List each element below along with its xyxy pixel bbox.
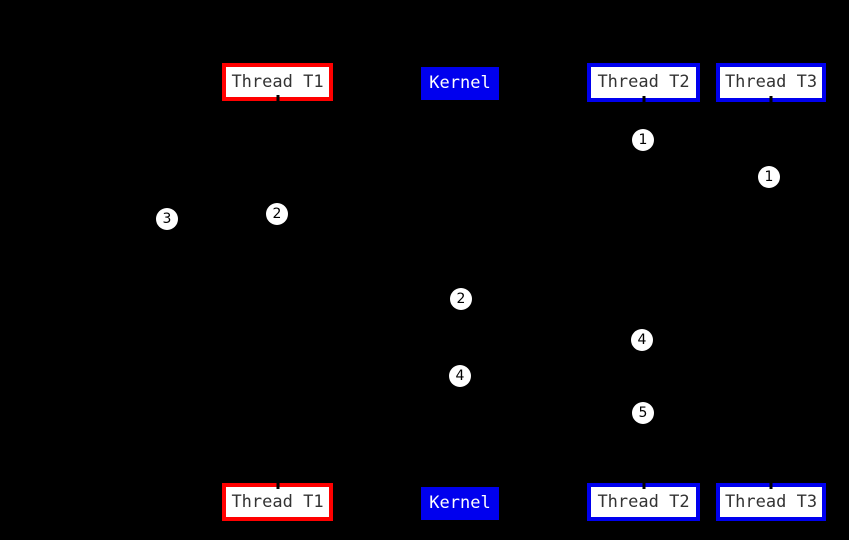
step-marker-2: 2 — [266, 203, 288, 225]
node-label: Kernel — [429, 493, 491, 513]
lifeline-notch — [276, 483, 279, 489]
node-kernel-top: Kernel — [421, 67, 499, 100]
step-marker-4: 4 — [449, 365, 471, 387]
node-label: Kernel — [429, 73, 491, 93]
node-label: Thread T3 — [724, 491, 818, 512]
node-thread-t2-bottom: Thread T2 — [587, 483, 700, 521]
node-thread-t3-top: Thread T3 — [716, 63, 826, 102]
node-thread-t3-bottom: Thread T3 — [716, 483, 826, 521]
node-label: Thread T2 — [597, 72, 690, 92]
step-marker-2: 2 — [450, 288, 472, 310]
lifeline-notch — [642, 96, 645, 102]
step-marker-1: 1 — [632, 129, 654, 151]
lifeline-notch — [769, 483, 773, 489]
node-thread-t1-bottom: Thread T1 — [222, 483, 333, 521]
node-label: Thread T2 — [597, 491, 690, 512]
lifeline-notch — [642, 483, 645, 489]
lifeline-notch — [769, 96, 773, 102]
step-marker-3: 3 — [156, 208, 178, 230]
node-thread-t1-top: Thread T1 — [222, 63, 333, 101]
node-label: Thread T1 — [231, 491, 324, 512]
node-kernel-bottom: Kernel — [421, 487, 499, 520]
step-marker-1: 1 — [758, 166, 780, 188]
step-marker-4: 4 — [631, 329, 653, 351]
node-label: Thread T3 — [724, 72, 818, 92]
step-marker-5: 5 — [632, 402, 654, 424]
lifeline-notch — [276, 95, 279, 101]
node-label: Thread T1 — [231, 71, 324, 92]
node-thread-t2-top: Thread T2 — [587, 63, 700, 102]
